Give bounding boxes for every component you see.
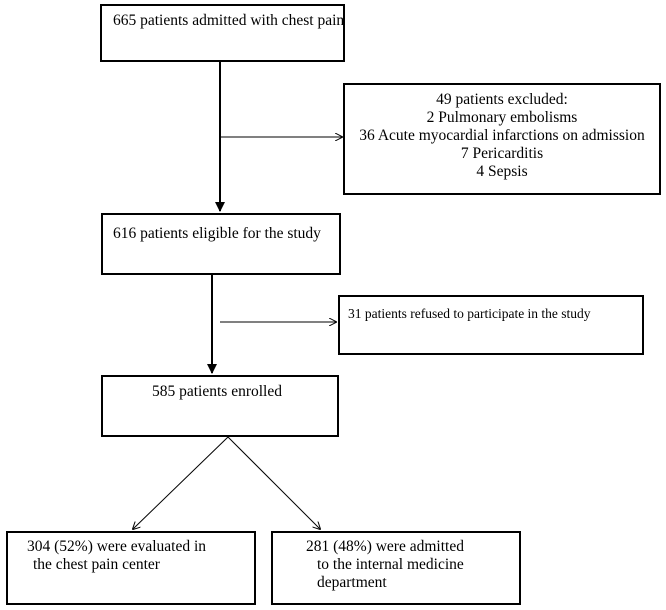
excluded-text: 49 patients excluded: 2 Pulmonary emboli… (343, 91, 661, 181)
internal-medicine-line: 281 (48%) were admitted (306, 538, 464, 555)
admitted-text: 665 patients admitted with chest pain (113, 12, 345, 29)
eligible-text: 616 patients eligible for the study (113, 225, 321, 242)
enrolled-text: 585 patients enrolled (152, 383, 282, 400)
chest-pain-center-box (6, 531, 256, 605)
excluded-line: 2 Pulmonary embolisms (426, 109, 578, 126)
excluded-box (343, 83, 661, 195)
chest-pain-center-line: the chest pain center (33, 556, 160, 573)
arrow-to-internal-medicine (227, 436, 320, 529)
refused-text: 31 patients refused to participate in th… (348, 306, 591, 321)
internal-medicine-line: to the internal medicine (317, 556, 464, 573)
internal-medicine-line: department (317, 574, 387, 591)
enrolled-box (101, 375, 339, 437)
excluded-line: 7 Pericarditis (460, 145, 544, 162)
eligible-box (101, 213, 341, 275)
excluded-line: 36 Acute myocardial infarctions on admis… (359, 127, 645, 144)
refused-box (338, 295, 644, 355)
chest-pain-center-line: 304 (52%) were evaluated in (27, 538, 207, 555)
chest-pain-center-text: 304 (52%) were evaluated in the chest pa… (27, 538, 206, 574)
admitted-box (100, 4, 345, 62)
internal-medicine-box (271, 531, 521, 605)
excluded-line: 4 Sepsis (476, 163, 528, 180)
internal-medicine-text: 281 (48%) were admitted to the internal … (306, 538, 464, 592)
arrow-to-chest-pain-center (133, 436, 229, 529)
excluded-line: 49 patients excluded: (436, 91, 568, 108)
